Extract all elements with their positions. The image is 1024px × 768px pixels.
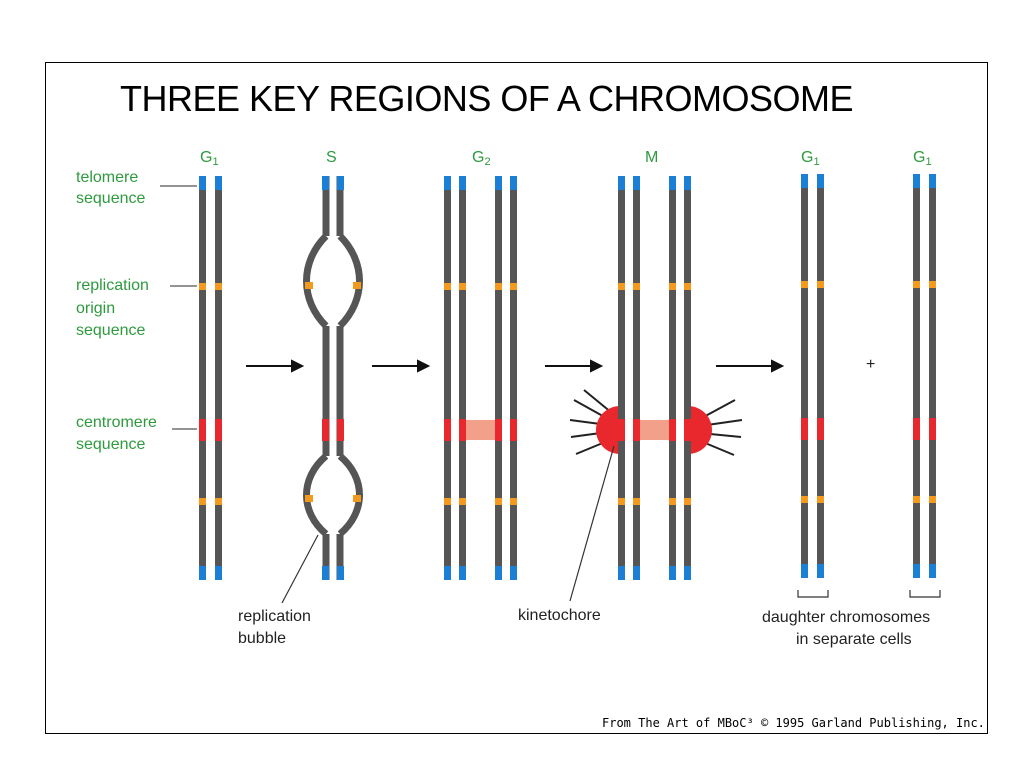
- s-phase-chromosome: [303, 176, 363, 580]
- phase-label-g2: G2: [472, 149, 491, 168]
- daughter-label-line2: in separate cells: [796, 631, 912, 648]
- kinetochore-label: kinetochore: [518, 607, 601, 624]
- slide-frame: [45, 62, 988, 734]
- bubble-label-line1: replication: [238, 608, 311, 625]
- daughter-chromosome-b: [909, 174, 941, 598]
- kinetochore-right: [688, 406, 712, 454]
- origin-label-line2: origin: [76, 300, 115, 317]
- source-credit: From The Art of MBoC³ © 1995 Garland Pub…: [602, 716, 985, 730]
- g1-chromosome: [199, 176, 222, 580]
- m-phase-chromosome: [569, 176, 743, 580]
- kinetochore-left: [596, 406, 620, 454]
- bubble-label-line2: bubble: [238, 630, 286, 647]
- centromere-label-line1: centromere: [76, 414, 157, 431]
- centromere-label-line2: sequence: [76, 436, 145, 453]
- s-phase-markers: [305, 176, 361, 580]
- phase-label-m: M: [645, 149, 658, 166]
- phase-label-g1-daughter-b: G1: [913, 149, 932, 168]
- g2-chromosome: [444, 176, 517, 580]
- telomere-label-line1: telomere: [76, 169, 138, 186]
- process-arrows: [246, 359, 785, 373]
- phase-label-s: S: [326, 149, 337, 166]
- page-title: THREE KEY REGIONS OF A CHROMOSOME: [120, 78, 853, 119]
- daughter-label-line1: daughter chromosomes: [762, 609, 930, 626]
- kinetochore-pointer-line: [569, 445, 615, 602]
- daughter-chromosome-a: [797, 174, 829, 598]
- phase-headers: G1 S G2 M G1 G1: [200, 149, 932, 168]
- region-labels: telomere sequence replication origin seq…: [76, 169, 197, 453]
- origin-label-line1: replication: [76, 277, 149, 294]
- telomere-label-line2: sequence: [76, 190, 145, 207]
- plus-sign: +: [866, 356, 875, 373]
- bubble-pointer-line: [281, 534, 319, 604]
- phase-label-g1-daughter-a: G1: [801, 149, 820, 168]
- origin-label-line3: sequence: [76, 322, 145, 339]
- phase-label-g1: G1: [200, 149, 219, 168]
